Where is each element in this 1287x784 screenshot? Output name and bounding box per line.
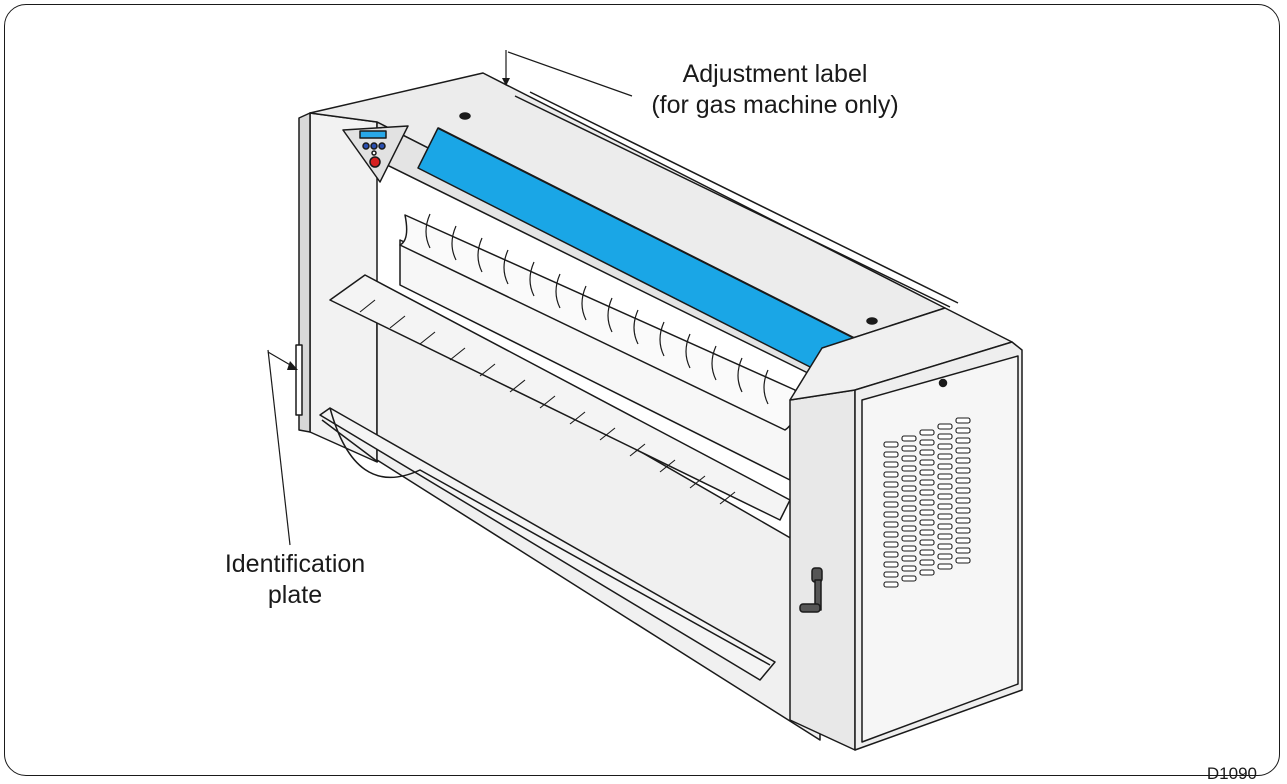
cover-screw-left: [459, 112, 471, 120]
callout-identification-line1: Identification: [224, 550, 366, 578]
identification-leader-line: [267, 349, 291, 546]
ironing-roll: [399, 213, 797, 481]
ventilation-grille-icon: [883, 417, 971, 588]
crank-handle-icon: [799, 567, 823, 613]
control-panel-icon: [342, 125, 409, 183]
callout-adjustment-line1: Adjustment label: [682, 60, 868, 88]
identification-arrow-head: [287, 361, 298, 370]
adjustment-arrow-head: [502, 78, 510, 86]
drawing-code: D1090: [1206, 764, 1257, 783]
cover-screw-right: [866, 317, 878, 325]
callout-adjustment-label: Adjustment label (for gas machine only): [610, 59, 940, 121]
stop-button: [369, 156, 381, 168]
callout-identification-plate: Identification plate: [190, 549, 400, 611]
return-tray: [319, 407, 776, 681]
feed-ribbons: [359, 299, 736, 505]
callout-adjustment-line2: (for gas machine only): [651, 91, 899, 119]
identification-plate: [295, 344, 303, 416]
diagram-frame: [4, 4, 1280, 776]
control-display: [359, 130, 387, 139]
adjustment-leader-line: [507, 51, 633, 97]
callout-identification-line2: plate: [267, 581, 323, 609]
